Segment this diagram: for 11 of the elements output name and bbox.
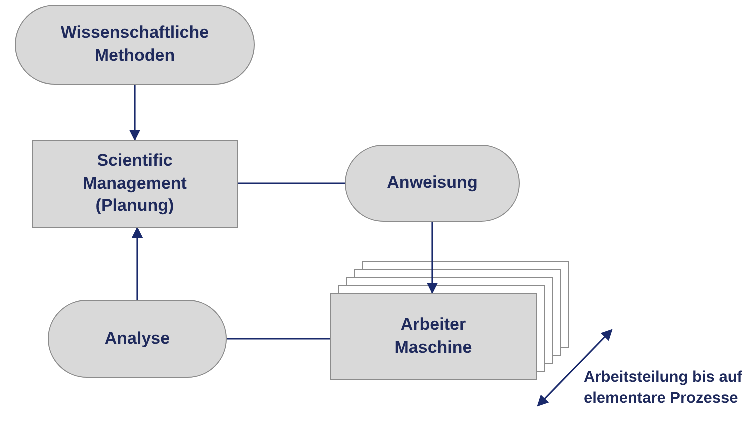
rounded-process-box: Analyse [48,300,227,378]
rounded-process-box: Anweisung [345,145,520,222]
connector-line [227,338,330,340]
stacked-process-box: Arbeiter Maschine [330,293,537,380]
note-text: Arbeitsteilung bis auf elementare Prozesse [584,368,744,409]
arrow [426,222,438,294]
arrow [132,226,144,300]
arrow [129,85,141,142]
process-box: Scientific Management (Planung) [32,140,238,228]
connector-line [238,182,345,184]
rounded-process-box: Wissenschaftliche Methoden [15,5,255,85]
